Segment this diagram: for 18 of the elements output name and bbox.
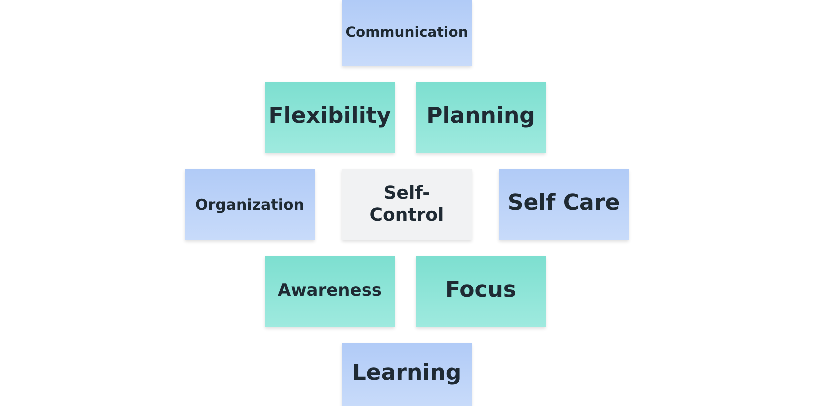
note-text: Organization: [196, 196, 304, 214]
sticky-note: [499, 169, 629, 240]
sticky-note: [416, 256, 546, 327]
sticky-note: [265, 82, 395, 153]
note-text: Self Care: [508, 191, 620, 218]
note-text: Planning: [426, 104, 536, 131]
sticky-note: [265, 256, 395, 327]
sticky-note: [342, 0, 472, 66]
note-text: Focus: [445, 278, 517, 305]
sticky-note: [416, 82, 546, 153]
sticky-note: [342, 169, 472, 240]
sticky-note: [185, 169, 315, 240]
note-text: Awareness: [278, 281, 382, 302]
note-text: Self-Control: [368, 182, 446, 226]
note-text: Learning: [352, 361, 462, 388]
note-text: Communication: [346, 24, 468, 42]
sticky-note: [342, 343, 472, 406]
note-text: Flexibility: [268, 104, 392, 131]
